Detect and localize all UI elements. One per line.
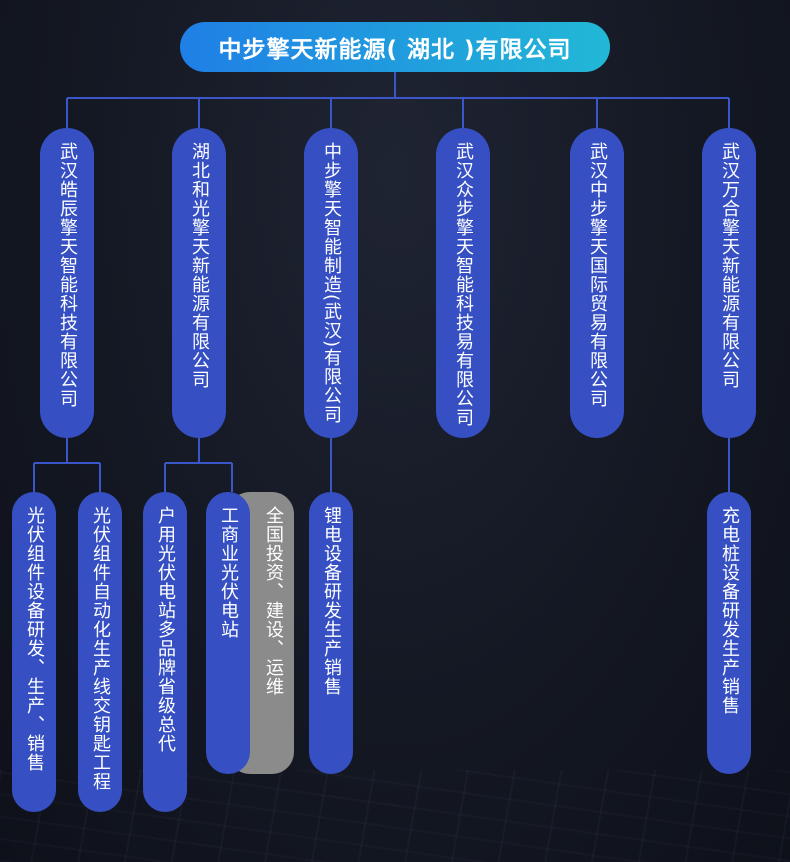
business-label: 充电桩设备研发生产销售 xyxy=(719,506,740,715)
company-label: 武汉中步擎天国际贸易有限公司 xyxy=(587,142,608,408)
background-floor xyxy=(0,770,790,862)
business-label: 光伏组件设备研发、生产、销售 xyxy=(24,506,45,772)
company-node-2: 湖北和光擎天新能源有限公司 xyxy=(172,128,226,438)
business-node-4: 工商业光伏电站 xyxy=(206,492,250,774)
company-node-5: 武汉中步擎天国际贸易有限公司 xyxy=(570,128,624,438)
company-label: 湖北和光擎天新能源有限公司 xyxy=(189,142,210,389)
business-label: 锂电设备研发生产销售 xyxy=(321,506,342,696)
company-label: 武汉众步擎天智能科技易有限公司 xyxy=(453,142,474,427)
business-node-6: 锂电设备研发生产销售 xyxy=(309,492,353,774)
company-label: 武汉万合擎天新能源有限公司 xyxy=(719,142,740,389)
company-node-4: 武汉众步擎天智能科技易有限公司 xyxy=(436,128,490,438)
business-node-3: 户用光伏电站多品牌省级总代 xyxy=(143,492,187,812)
business-scope-label: 全国投资、建设、运维 xyxy=(263,506,284,696)
business-label: 工商业光伏电站 xyxy=(218,506,239,639)
business-node-1: 光伏组件设备研发、生产、销售 xyxy=(12,492,56,812)
business-label: 光伏组件自动化生产线交钥匙工程 xyxy=(90,506,111,791)
company-node-6: 武汉万合擎天新能源有限公司 xyxy=(702,128,756,438)
business-node-7: 充电桩设备研发生产销售 xyxy=(707,492,751,774)
root-company-label: 中步擎天新能源( 湖北 )有限公司 xyxy=(218,37,572,63)
company-label: 中步擎天智能制造(武汉)有限公司 xyxy=(321,142,342,425)
company-node-1: 武汉皓辰擎天智能科技有限公司 xyxy=(40,128,94,438)
business-node-2: 光伏组件自动化生产线交钥匙工程 xyxy=(78,492,122,812)
company-label: 武汉皓辰擎天智能科技有限公司 xyxy=(57,142,78,408)
root-company-node: 中步擎天新能源( 湖北 )有限公司 xyxy=(180,22,610,72)
business-label: 户用光伏电站多品牌省级总代 xyxy=(155,506,176,753)
company-node-3: 中步擎天智能制造(武汉)有限公司 xyxy=(304,128,358,438)
